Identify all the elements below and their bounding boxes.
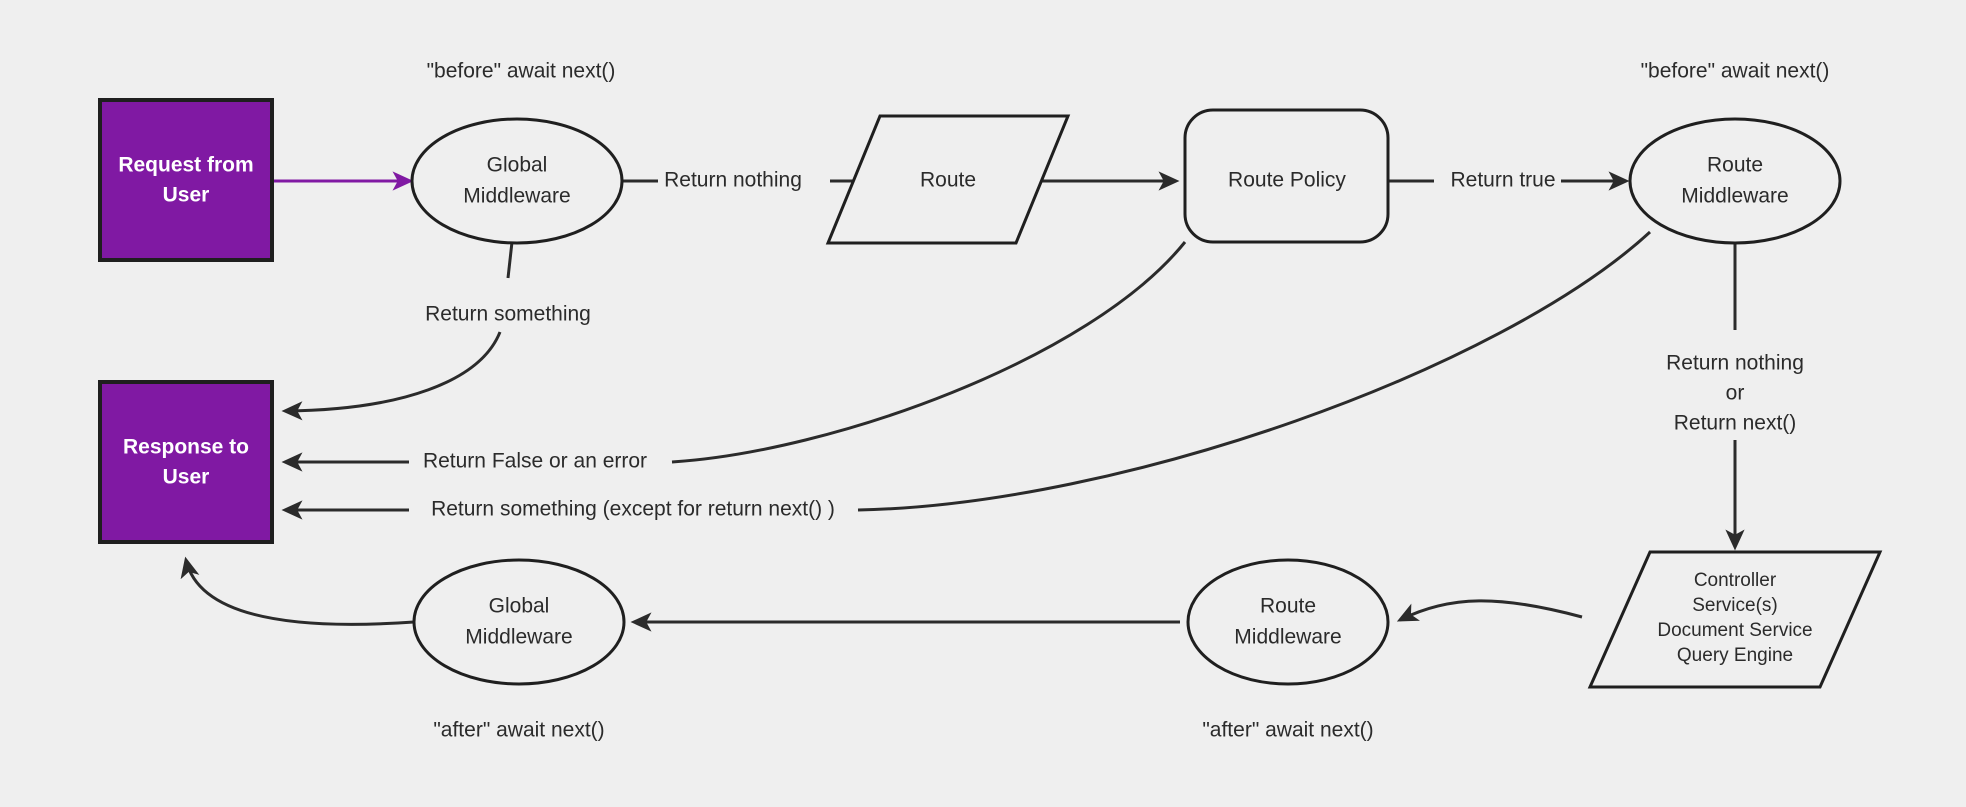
node-global-middleware-after-line1: Global <box>489 595 550 618</box>
node-global-middleware-after[interactable] <box>412 558 626 686</box>
node-route-middleware-before[interactable] <box>1628 117 1842 245</box>
node-controller-line4: Query Engine <box>1677 645 1793 666</box>
edge-label-return-nothing-or-next-line3: Return next() <box>1674 412 1797 435</box>
edge-controller-to-route-middleware-after <box>1396 599 1583 622</box>
annotation-after-route-middleware: "after" await next() <box>1202 719 1373 742</box>
node-route-middleware-after-line1: Route <box>1260 595 1316 618</box>
annotation-after-global-middleware: "after" await next() <box>433 719 604 742</box>
edge-return-something-to-response <box>281 331 502 421</box>
node-global-middleware-after-line2: Middleware <box>465 626 572 649</box>
node-response-to-user-line1: Response to <box>123 436 249 459</box>
node-controller-line2: Service(s) <box>1692 595 1778 616</box>
node-request-from-user-line2: User <box>163 184 210 207</box>
edge-route-policy-to-label-return-false <box>671 241 1187 464</box>
node-request-from-user-line1: Request from <box>118 154 253 177</box>
edge-label-return-something: Return something <box>425 303 591 326</box>
node-route-middleware-before-line1: Route <box>1707 154 1763 177</box>
edge-label-return-true: Return true <box>1450 169 1555 192</box>
node-global-middleware-before-line1: Global <box>487 154 548 177</box>
edge-label-return-something-except: Return something (except for return next… <box>431 498 835 521</box>
node-controller-line3: Document Service <box>1657 620 1812 641</box>
annotation-before-global-middleware: "before" await next() <box>427 60 616 83</box>
node-global-middleware-before-line2: Middleware <box>463 185 570 208</box>
annotation-before-route-middleware: "before" await next() <box>1641 60 1830 83</box>
node-global-middleware-before[interactable] <box>410 117 624 245</box>
edge-global-middleware-after-to-response <box>180 556 415 626</box>
edge-global-mw-down-stub <box>506 241 514 279</box>
edge-label-return-false-or-error: Return False or an error <box>423 450 647 473</box>
node-response-to-user-line2: User <box>163 466 210 489</box>
edge-label-return-nothing-or-next-line2: or <box>1726 382 1745 405</box>
node-route[interactable] <box>825 114 1071 245</box>
node-request-from-user[interactable] <box>98 98 274 262</box>
edge-route-mw-to-label-return-something-except <box>857 230 1652 512</box>
node-response-to-user[interactable] <box>98 380 274 544</box>
node-controller-line1: Controller <box>1694 570 1777 591</box>
edge-label-return-nothing-or-next-line1: Return nothing <box>1666 352 1804 375</box>
node-controller-services[interactable] <box>1587 550 1883 689</box>
node-route-middleware-after-line2: Middleware <box>1234 626 1341 649</box>
node-route-label: Route <box>920 169 976 192</box>
node-route-policy[interactable] <box>1183 108 1390 244</box>
node-route-middleware-after[interactable] <box>1186 558 1390 686</box>
node-route-policy-label: Route Policy <box>1228 169 1346 192</box>
node-route-middleware-before-line2: Middleware <box>1681 185 1788 208</box>
edge-label-return-nothing: Return nothing <box>664 169 802 192</box>
